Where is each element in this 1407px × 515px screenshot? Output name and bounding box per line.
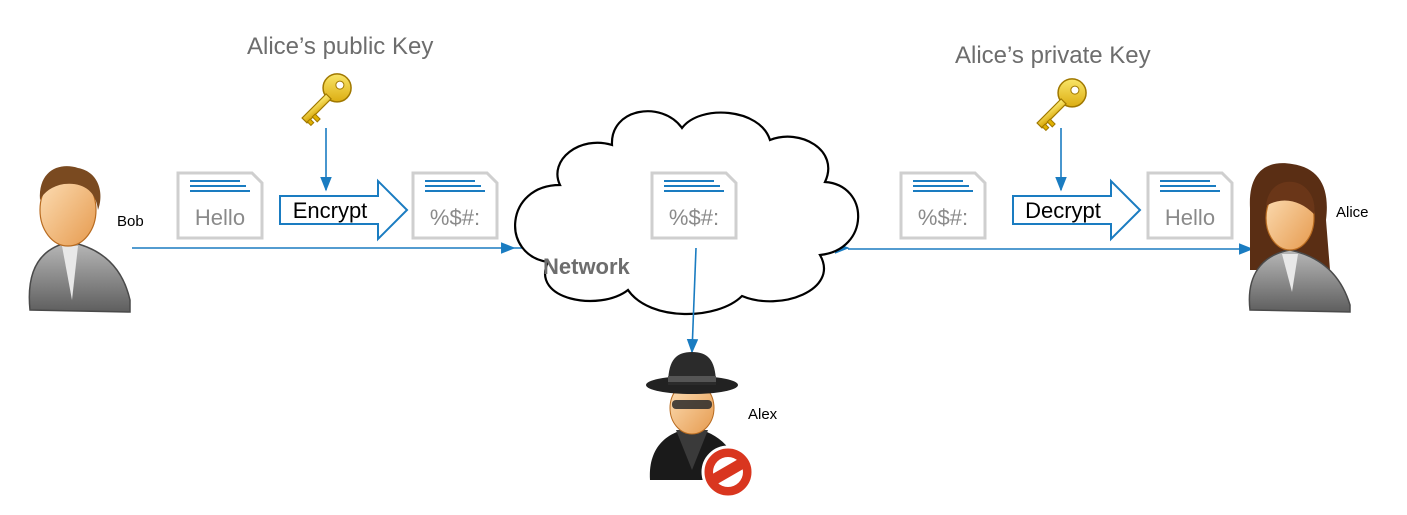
private-key-icon: [1036, 78, 1087, 132]
alice-label: Alice: [1336, 204, 1369, 221]
alice-avatar: [1248, 163, 1351, 313]
document-ciphertext-2: [899, 171, 987, 240]
document-ciphertext-network: [650, 171, 738, 240]
decrypt-arrow: [1012, 178, 1142, 242]
encrypt-label: Encrypt: [292, 198, 368, 223]
blocked-icon: [701, 445, 755, 499]
bob-label: Bob: [117, 213, 144, 230]
public-key-label: Alice’s public Key: [247, 33, 434, 60]
decrypt-label: Decrypt: [1025, 198, 1101, 223]
document-plaintext-receiver: [1146, 171, 1234, 240]
document-plaintext-sender: [176, 171, 264, 240]
plaintext-receiver-text: Hello: [1164, 205, 1216, 230]
bob-avatar: [28, 166, 131, 313]
private-key-label: Alice’s private Key: [955, 42, 1151, 69]
alex-label: Alex: [748, 406, 778, 423]
ciphertext-1-text: %$#:: [429, 205, 481, 230]
ciphertext-network-text: %$#:: [668, 205, 720, 230]
interception-arrow: [686, 247, 699, 354]
network-label: Network: [543, 254, 630, 279]
ciphertext-2-text: %$#:: [917, 205, 969, 230]
document-ciphertext-1: [411, 171, 499, 240]
plaintext-sender-text: Hello: [194, 205, 246, 230]
public-key-icon: [301, 73, 352, 127]
encrypt-arrow: [279, 178, 409, 242]
